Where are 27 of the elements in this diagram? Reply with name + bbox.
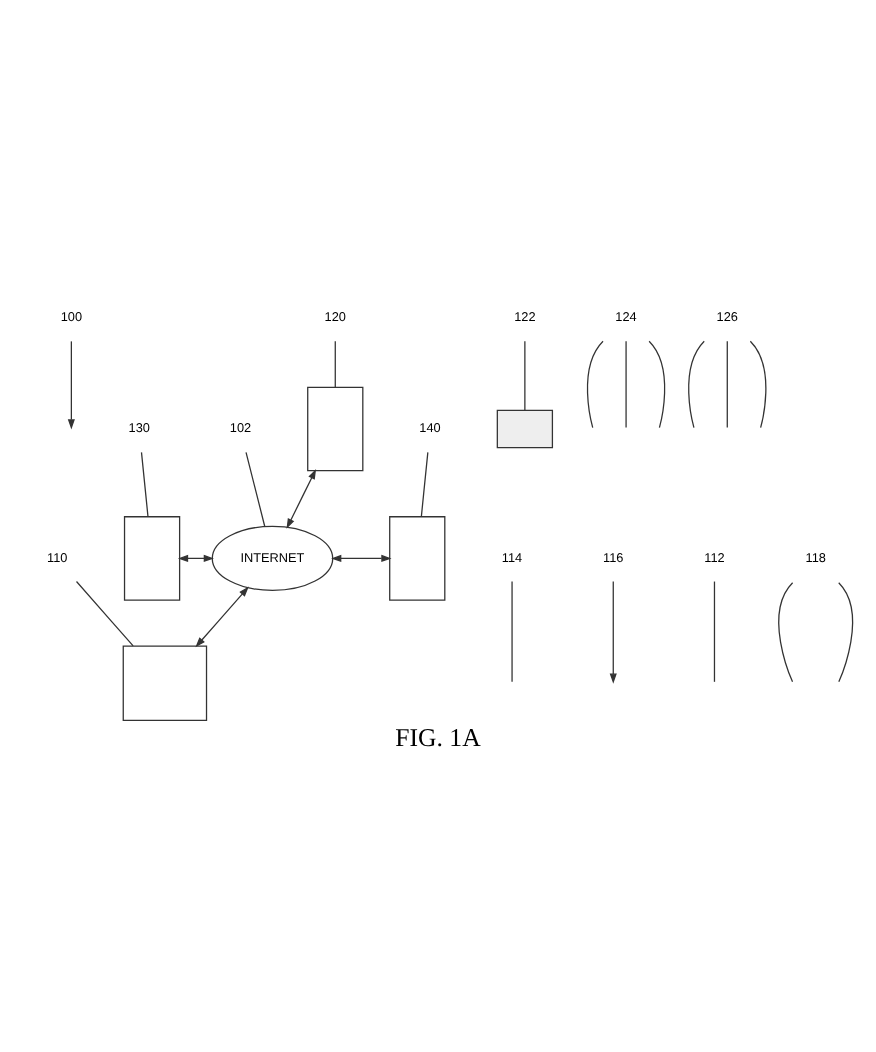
connector	[648, 339, 666, 428]
connector	[749, 339, 767, 428]
connector	[713, 579, 716, 682]
node-box	[122, 644, 208, 721]
connector	[511, 579, 513, 682]
connector	[420, 450, 429, 516]
connector	[334, 339, 336, 387]
connector	[726, 339, 728, 428]
connector	[838, 581, 854, 682]
node-box	[123, 515, 181, 600]
connector	[140, 450, 149, 516]
connector	[625, 339, 627, 428]
connector	[688, 339, 705, 428]
caption: FIG. 1A	[395, 723, 481, 752]
connector	[75, 579, 134, 646]
node-box	[389, 515, 446, 600]
connector	[245, 450, 266, 526]
node-box	[307, 385, 364, 471]
connector	[524, 339, 526, 410]
arrow	[609, 579, 617, 683]
arrow	[67, 339, 75, 429]
connector	[586, 339, 604, 428]
connector	[778, 581, 794, 682]
node-box	[496, 408, 554, 448]
arrow	[331, 553, 392, 561]
arrow	[195, 585, 249, 647]
arrow	[286, 468, 317, 528]
